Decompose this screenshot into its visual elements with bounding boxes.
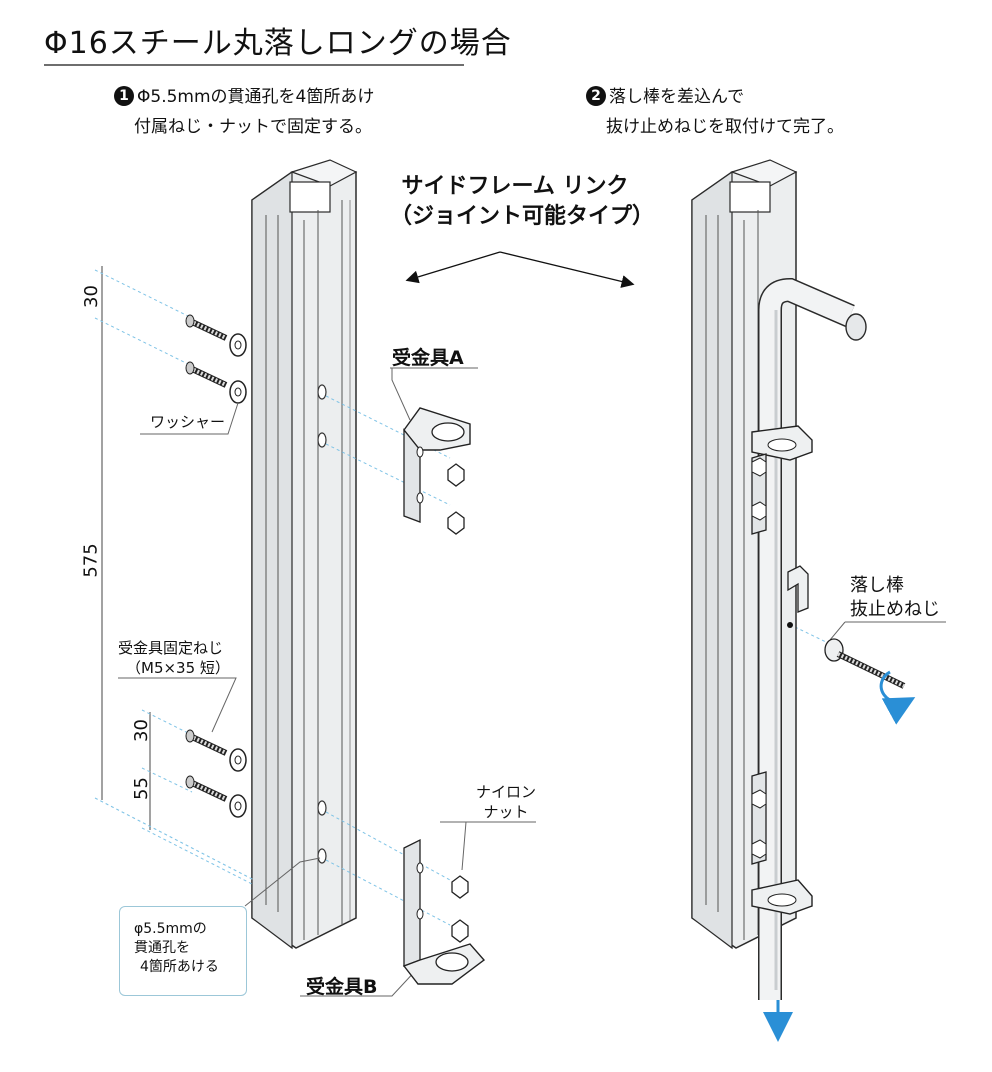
hole-note-line-2: 貫通孔を — [134, 940, 190, 956]
through-hole — [317, 384, 327, 400]
screw-washer-set — [185, 314, 247, 818]
rod-screw-hole — [787, 622, 793, 628]
through-hole — [317, 848, 327, 864]
step-1-line-1: Φ5.5mmの貫通孔を4箇所あけ — [137, 87, 375, 107]
rod-screw-label-line-2: 抜止めねじ — [850, 599, 940, 620]
hole-note-box — [119, 906, 247, 996]
bracket-a — [403, 407, 471, 535]
side-frame-label-line-1: サイドフレーム リンク — [401, 174, 629, 199]
drop-rod — [758, 277, 867, 1000]
bracket-screw-label-line-2: （M5×35 短） — [126, 659, 230, 677]
step-2-number: 2 — [586, 86, 606, 106]
title-underline — [44, 64, 464, 66]
rod-screw-label: 落し棒 抜止めねじ — [850, 574, 940, 622]
through-hole — [317, 432, 327, 448]
bracket-screw-label: 受金具固定ねじ （M5×35 短） — [118, 638, 230, 678]
nylon-nut-label-line-2: ナット — [483, 803, 529, 821]
leader-lines — [118, 367, 946, 997]
rod-stopper-screw — [787, 565, 906, 689]
step-2-line-1: 落し棒を差込んで — [609, 87, 745, 107]
nylon-nut-label: ナイロン ナット — [476, 782, 536, 822]
hole-note: φ5.5mmの 貫通孔を 4箇所あける — [134, 920, 219, 977]
step-1-number: 1 — [114, 86, 134, 106]
hole-note-line-3: 4箇所あける — [140, 959, 219, 975]
frame-arrow-left — [405, 251, 501, 284]
bracket-screw-label-line-1: 受金具固定ねじ — [118, 639, 224, 657]
rod-screw-label-line-1: 落し棒 — [850, 575, 904, 596]
bracket-b — [402, 838, 486, 985]
side-frame-label-line-2: （ジョイント可能タイプ） — [390, 204, 655, 229]
left-side-frame — [251, 159, 358, 950]
nylon-nut-label-line-1: ナイロン — [476, 783, 537, 801]
dimension-lines — [101, 266, 151, 830]
page-title: Φ16スチール丸落しロングの場合 — [44, 26, 512, 61]
washer-label: ワッシャー — [150, 413, 226, 431]
rotate-arrow-icon — [879, 670, 916, 725]
rod-guide-upper — [751, 425, 813, 535]
frame-arrow-right — [499, 251, 635, 288]
through-hole — [317, 800, 327, 816]
bracket-a-label: 受金具A — [392, 347, 464, 369]
side-frame-label: サイドフレーム リンク （ジョイント可能タイプ） — [390, 172, 655, 232]
bracket-b-label: 受金具B — [306, 976, 378, 998]
rod-guide-lower — [751, 771, 813, 915]
hole-note-line-1: φ5.5mmの — [134, 921, 207, 937]
step-2-line-2: 抜け止めねじを取付けて完了。 — [606, 117, 844, 137]
step-1-line-2: 付属ねじ・ナットで固定する。 — [134, 117, 372, 137]
